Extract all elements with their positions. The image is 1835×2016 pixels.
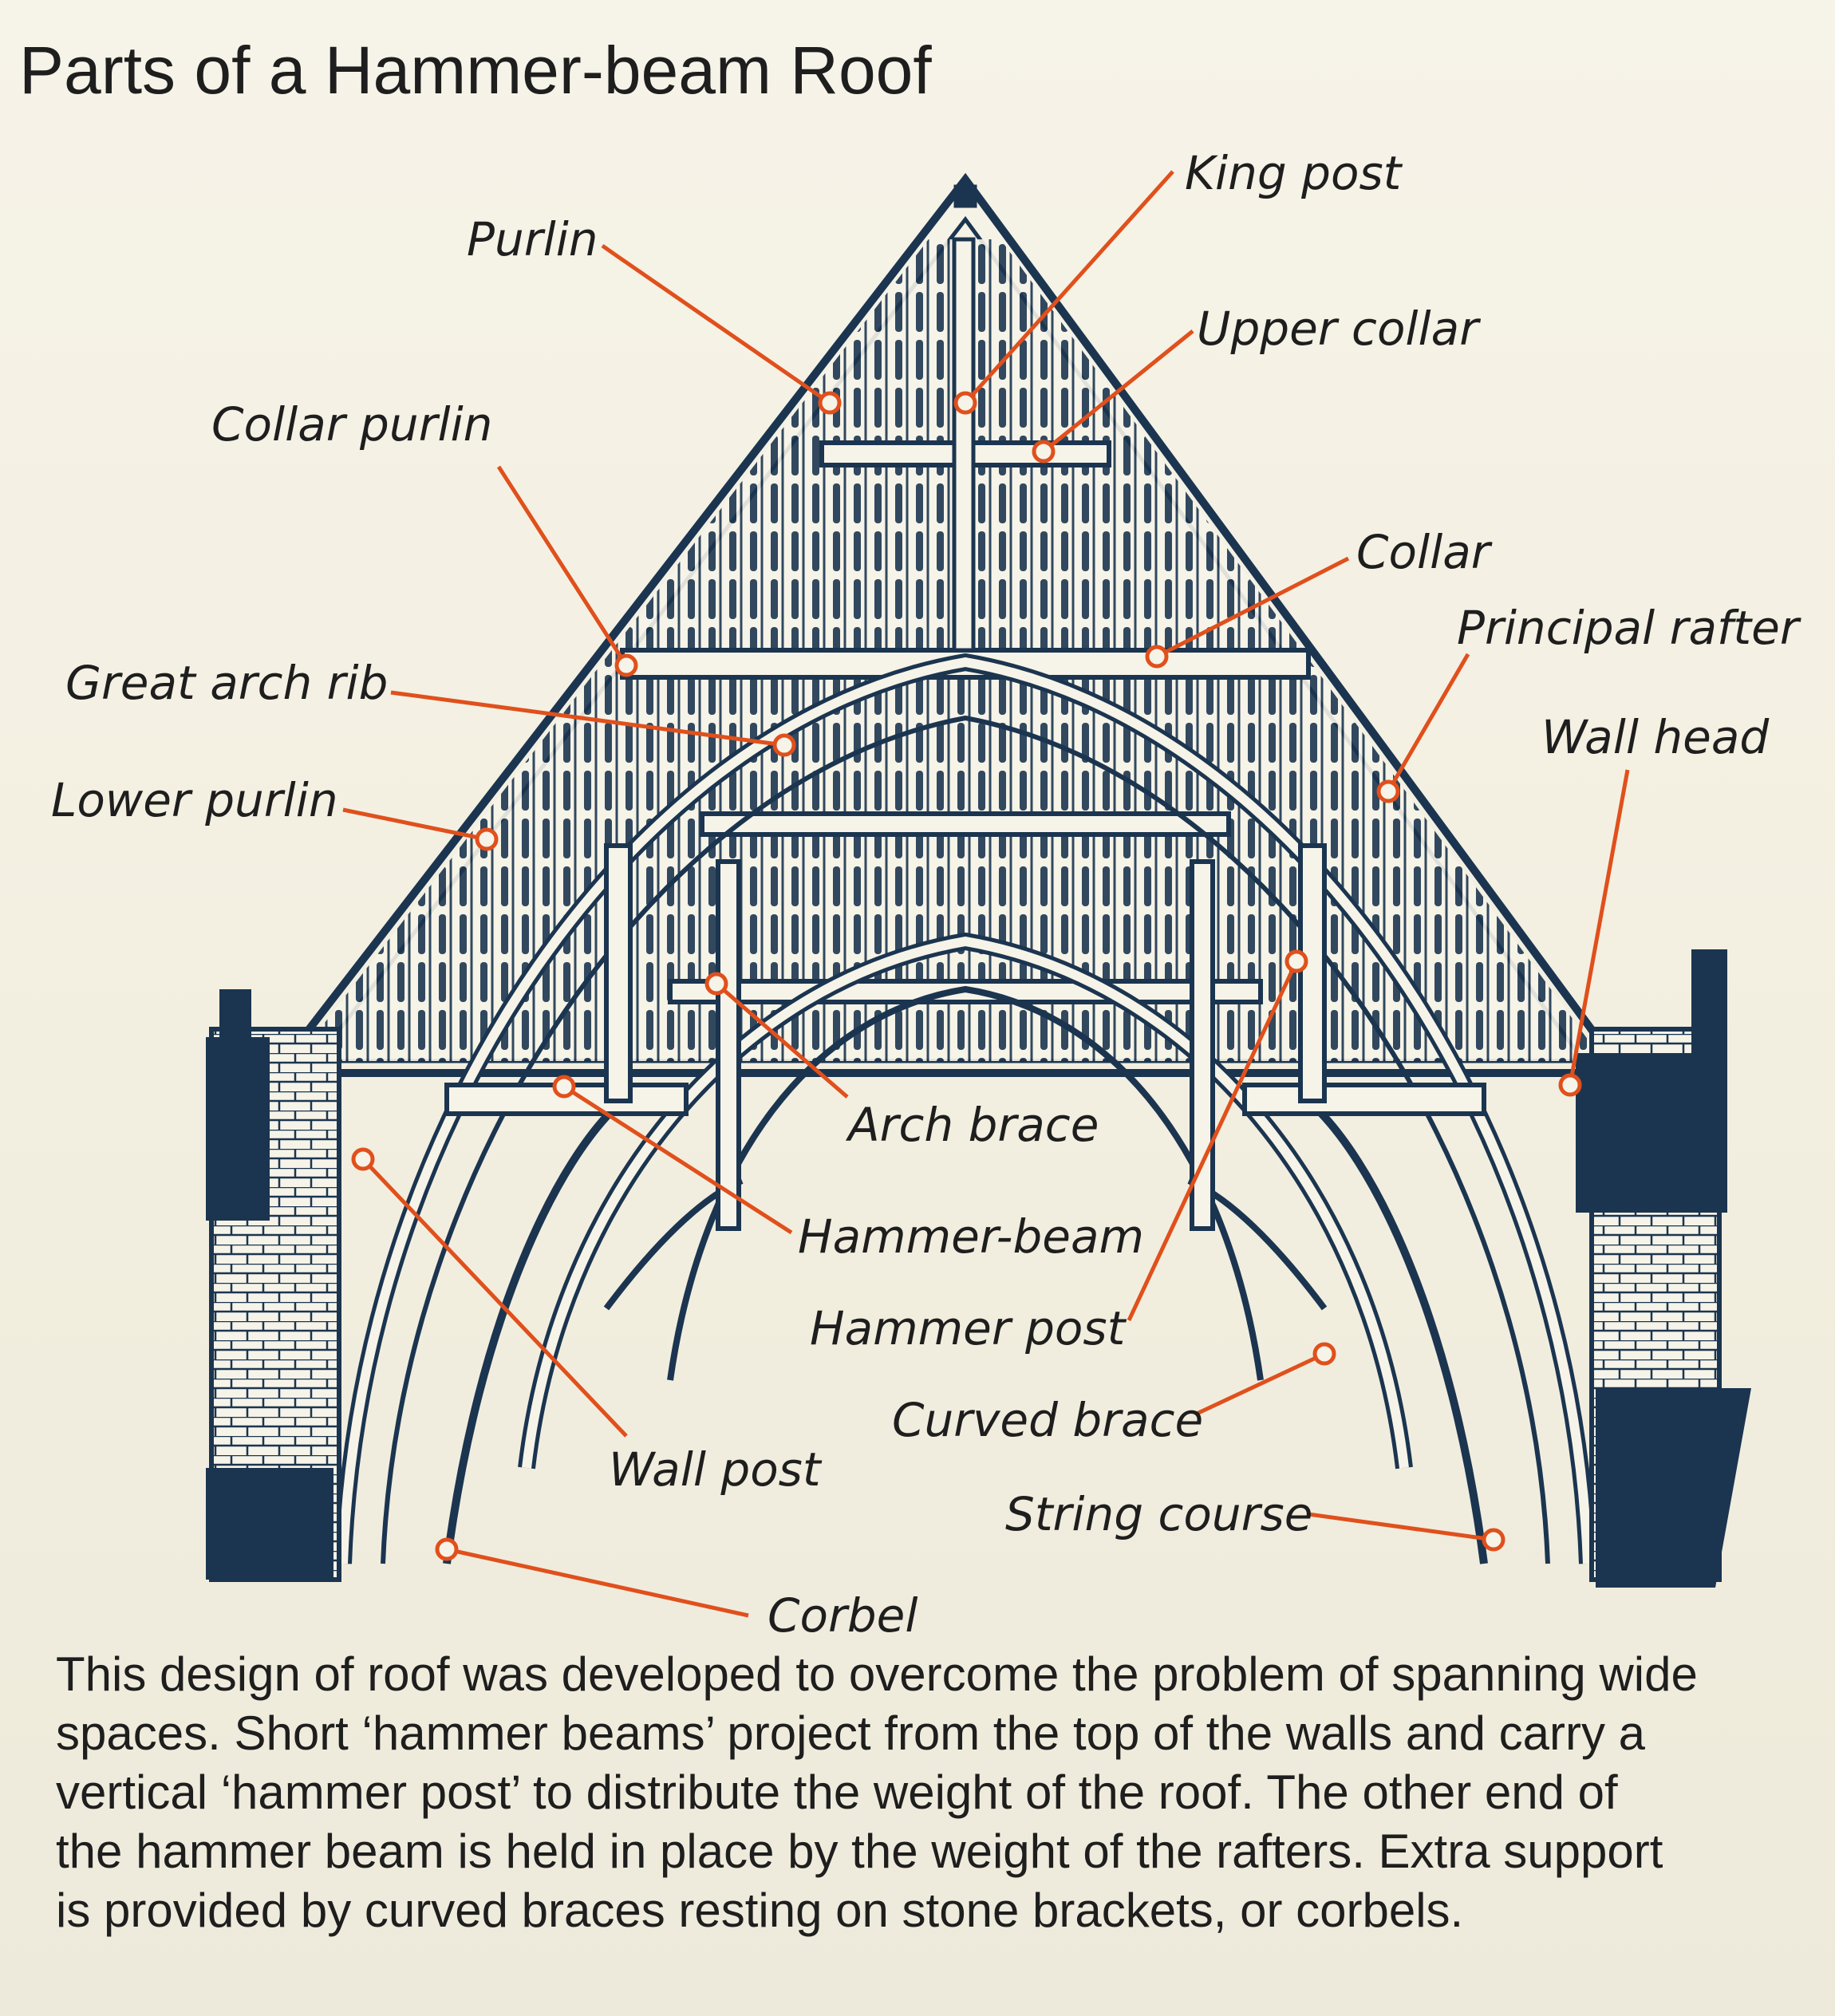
great-arch-rib-marker	[772, 733, 796, 757]
description-line: is provided by curved braces resting on …	[56, 1884, 1464, 1937]
label-curved-brace: Curved brace	[892, 1393, 1203, 1447]
label-wall-head: Wall head	[1541, 710, 1770, 764]
arches	[334, 653, 1596, 1564]
upper-collar-marker	[1032, 440, 1056, 464]
lower-purlin-marker	[475, 827, 499, 851]
label-wall-post: Wall post	[609, 1442, 823, 1497]
page-title: Parts of a Hammer-beam Roof	[19, 33, 932, 108]
principal-rafter-marker	[1376, 779, 1400, 803]
description-line: spaces. Short ‘hammer beams’ project fro…	[56, 1706, 1645, 1760]
wall-post-marker	[351, 1147, 375, 1171]
description-line: vertical ‘hammer post’ to distribute the…	[56, 1765, 1618, 1819]
string-course-marker	[1482, 1528, 1505, 1552]
label-arch-brace: Arch brace	[845, 1098, 1099, 1152]
label-purlin: Purlin	[467, 212, 598, 266]
leader-lines	[342, 170, 1630, 1618]
king-post-shape	[952, 237, 976, 653]
part-labels: King post Purlin Upper collar Collar pur…	[51, 146, 1801, 1643]
label-collar: Collar	[1356, 525, 1493, 579]
arch-brace-marker	[704, 972, 728, 996]
collar-marker	[1145, 645, 1169, 669]
label-upper-collar: Upper collar	[1197, 302, 1481, 356]
description-line: the hammer beam is held in place by the …	[56, 1825, 1663, 1878]
king-post-marker	[953, 391, 977, 415]
description-paragraph: This design of roof was developed to ove…	[56, 1645, 1811, 1940]
label-string-course: String course	[1005, 1487, 1312, 1541]
hammer-post-marker	[1284, 949, 1308, 973]
label-great-arch-rib: Great arch rib	[65, 656, 388, 710]
label-hammer-post: Hammer post	[810, 1301, 1127, 1355]
wall-head-marker	[1558, 1073, 1582, 1097]
purlin-marker	[818, 391, 842, 415]
label-king-post: King post	[1185, 146, 1403, 200]
label-hammer-beam: Hammer-beam	[798, 1209, 1144, 1264]
curved-brace-marker	[1312, 1342, 1336, 1366]
label-lower-purlin: Lower purlin	[51, 773, 338, 827]
walls	[206, 949, 1751, 1588]
label-principal-rafter: Principal rafter	[1457, 601, 1801, 655]
description-line: This design of roof was developed to ove…	[56, 1647, 1698, 1701]
hammer-beam-marker	[552, 1075, 576, 1099]
hammer-beam-roof-diagram: King post Purlin Upper collar Collar pur…	[51, 146, 1801, 1643]
label-corbel: Corbel	[768, 1588, 917, 1643]
collar-purlin-marker	[614, 653, 638, 677]
label-collar-purlin: Collar purlin	[211, 397, 492, 452]
corbel-marker	[435, 1537, 459, 1561]
